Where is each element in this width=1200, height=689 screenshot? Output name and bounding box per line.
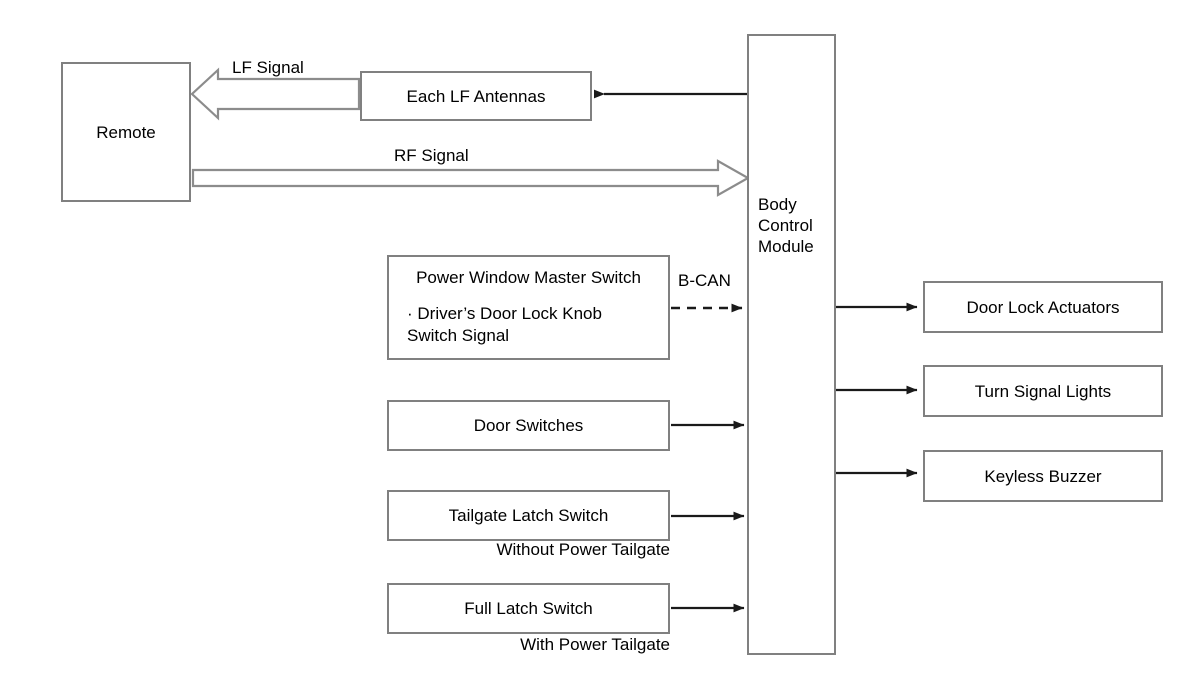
node-each-lf-antennas-label: Each LF Antennas bbox=[406, 86, 546, 106]
node-turn-signal-lights-label: Turn Signal Lights bbox=[974, 381, 1112, 401]
node-bcm-label-line2: Control bbox=[758, 216, 813, 235]
node-power-window-label-line3: Switch Signal bbox=[407, 326, 510, 345]
node-each-lf-antennas: Each LF Antennas bbox=[360, 71, 592, 121]
node-remote: Remote bbox=[61, 62, 191, 202]
edge-label-rf-signal: RF Signal bbox=[394, 146, 469, 165]
node-keyless-buzzer: Keyless Buzzer bbox=[923, 450, 1163, 502]
node-tailgate-latch-switch: Tailgate Latch Switch bbox=[387, 490, 670, 541]
edge-label-lf-signal: LF Signal bbox=[232, 58, 304, 77]
node-bcm-label-line3: Module bbox=[758, 237, 814, 256]
node-turn-signal-lights: Turn Signal Lights bbox=[923, 365, 1163, 417]
node-remote-label: Remote bbox=[96, 122, 156, 142]
node-power-window-label-line2: · Driver’s Door Lock Knob bbox=[407, 304, 602, 323]
edge-label-b-can: B-CAN bbox=[678, 271, 731, 290]
node-bcm-label-line1: Body bbox=[758, 195, 797, 214]
node-body-control-module: Body Control Module bbox=[747, 34, 836, 655]
node-door-switches: Door Switches bbox=[387, 400, 670, 451]
node-door-switches-label: Door Switches bbox=[473, 416, 584, 435]
node-door-lock-actuators: Door Lock Actuators bbox=[923, 281, 1163, 333]
node-power-window-master-switch: Power Window Master Switch · Driver’s Do… bbox=[387, 255, 670, 360]
annotation-without-power-tailgate: Without Power Tailgate bbox=[496, 540, 670, 559]
node-power-window-text-block: Power Window Master Switch · Driver’s Do… bbox=[389, 267, 668, 347]
node-tailgate-latch-switch-label: Tailgate Latch Switch bbox=[448, 506, 609, 525]
node-full-latch-switch: Full Latch Switch bbox=[387, 583, 670, 634]
node-full-latch-switch-label: Full Latch Switch bbox=[464, 599, 593, 618]
node-keyless-buzzer-label: Keyless Buzzer bbox=[984, 466, 1102, 486]
node-door-lock-actuators-label: Door Lock Actuators bbox=[966, 297, 1120, 317]
annotation-with-power-tailgate: With Power Tailgate bbox=[520, 635, 670, 654]
node-power-window-label-line1: Power Window Master Switch bbox=[416, 268, 641, 287]
edge-rf-signal-hollow-arrow bbox=[191, 159, 751, 197]
